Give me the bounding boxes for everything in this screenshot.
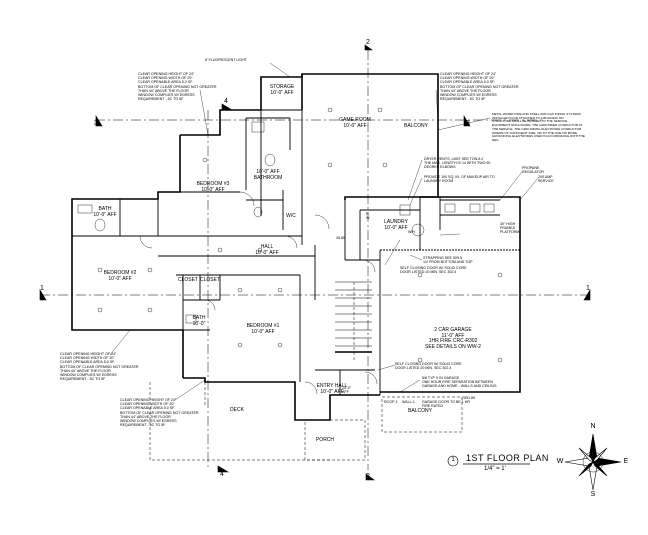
title-block-graphics	[447, 455, 530, 467]
strapping-note: STRAPPING SEE 509.5 1/2 FROM BOTTOM AND …	[423, 256, 473, 265]
section-marker-left: 1	[40, 285, 44, 292]
door-swings	[139, 191, 378, 395]
porch-label: PORCH	[315, 437, 335, 443]
dimension-tag: 7591.89	[462, 396, 475, 400]
section-lines	[40, 50, 590, 470]
entry-height-tag: 25'-0" AFF	[342, 386, 352, 395]
makeup-air-note: PROVIDE 100 SQ. IN. OF MAKEUP AIR TO LAU…	[424, 175, 495, 184]
propane-note: PROPANE REGULATOR	[522, 166, 545, 175]
section-marker-bottom-right: 2	[366, 473, 370, 480]
drawing-title: 1ST FLOOR PLAN	[466, 453, 549, 463]
section-marker-far-left: 3	[94, 120, 98, 127]
garage-fire-note: 5/8 TYP X IN GARAGE ONE HOUR FIRE SEPARA…	[422, 376, 497, 389]
dryer-vent-note: DRYER VENTS, LIMIT SEE TON.5.2 THE MAX. …	[424, 157, 491, 170]
wall-tag: WALL-1	[402, 400, 415, 404]
section-marker-arrows	[39, 44, 591, 481]
self-closing-door-note-top: SELF CLOSING DOOR W/ SOLID CORE DOOR LIS…	[400, 266, 467, 275]
leader-lines	[109, 62, 539, 401]
self-closing-door-note-bottom: SELF CLOSING DOOR W/ SOLID CORE DOOR LIS…	[395, 362, 462, 371]
water-heater-tag: W/H	[408, 230, 415, 234]
fluorescent-note: 8' FLUORESCENT LIGHT	[205, 58, 247, 62]
egress-note-top-right: CLEAR OPENING HEIGHT OF 24" CLEAR OPENIN…	[440, 72, 519, 102]
compass-north-label: N	[590, 423, 596, 430]
hall-dimension-tag: 28.85	[336, 236, 345, 240]
closet2-label: CLOSET	[200, 277, 221, 283]
egress-note-top-left: CLEAR OPENING HEIGHT OF 24" CLEAR OPENIN…	[138, 72, 217, 102]
fixtures	[77, 121, 495, 324]
compass-west-label: W	[556, 458, 564, 465]
heater-platform-note: 30" HIGH FRAMED PLATFORM	[500, 222, 520, 235]
drawing-number: 1	[451, 457, 455, 463]
egress-note-left: CLEAR OPENING HEIGHT OF 24" CLEAR OPENIN…	[60, 352, 139, 382]
egress-note-bottom: CLEAR OPENING HEIGHT OF 24" CLEAR OPENIN…	[120, 398, 199, 428]
section-marker-bottom-left: 4	[220, 471, 224, 478]
stairs	[335, 281, 372, 360]
compass-east-label: E	[623, 458, 629, 465]
compass-south-label: S	[590, 491, 596, 498]
section-marker-far-right: 3	[466, 120, 470, 127]
light-fixtures	[97, 107, 503, 363]
exterior-walls	[71, 73, 521, 421]
laundry-appliance-tags: R W	[366, 212, 370, 221]
rcop-tag: RCOP-1	[384, 400, 398, 404]
amp-service-note: 200 AMP SERVICE	[538, 175, 554, 184]
closet1-label: CLOSET	[177, 277, 198, 283]
interior-walls	[72, 109, 520, 395]
section-marker-right: 1	[586, 285, 590, 292]
section-marker-top-right: 2	[366, 39, 370, 46]
deck-outline	[149, 382, 463, 461]
deck-label: DECK	[230, 407, 244, 413]
drawing-scale: 1/4" = 1'	[484, 466, 506, 472]
water-gas-bonding-note: METAL WATER PIPE AND STEEL AND GAS PIPIN…	[492, 112, 585, 142]
garage-door-note: GARAGE DOOR TO BE 1 HR FIRE RATED	[422, 400, 470, 409]
wic-label: W/C	[286, 213, 296, 219]
section-marker-top-left: 4	[224, 98, 228, 105]
balcony-bottom-label: BALCONY	[408, 408, 432, 414]
balcony-top-label: BALCONY	[404, 123, 428, 129]
compass-rose-icon	[564, 433, 622, 491]
